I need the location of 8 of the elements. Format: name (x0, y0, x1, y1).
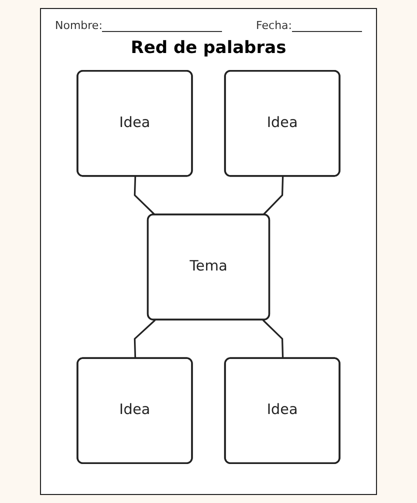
field-label: Fecha: (256, 19, 292, 32)
connector (134, 176, 156, 216)
connector (134, 320, 156, 359)
field-label: Nombre: (55, 19, 102, 32)
connector (262, 176, 284, 216)
title: Red de palabras (130, 38, 288, 58)
connector (262, 320, 284, 359)
worksheet-sheet: Nombre: Fecha: Red de palabras Idea Idea Tema Idea Idea (40, 8, 377, 495)
